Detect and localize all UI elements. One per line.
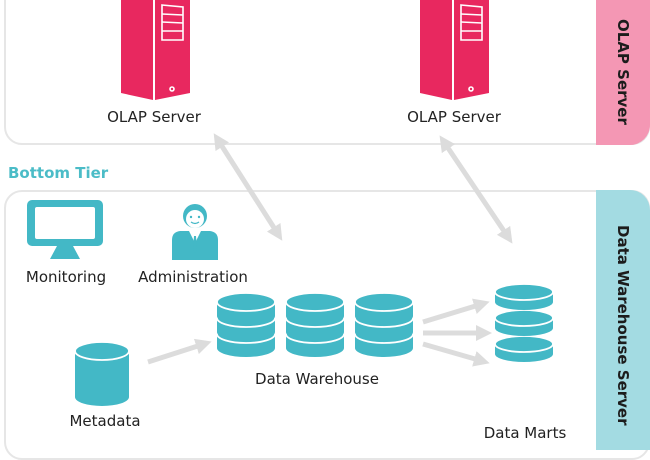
olap-server-label: OLAP Server: [407, 108, 501, 126]
database-icon: [74, 341, 130, 406]
metadata-label: Metadata: [69, 412, 141, 430]
olap-tier-panel: [4, 0, 650, 145]
database-cylinder: [216, 292, 276, 357]
server-tower-icon: [420, 0, 489, 100]
bottom-tier-label: Bottom Tier: [8, 164, 109, 182]
monitoring-label: Monitoring: [25, 268, 107, 286]
data-warehouse-server-tab: Data Warehouse Server: [596, 190, 650, 450]
database-cylinder: [285, 292, 345, 357]
data-marts-label: Data Marts: [483, 424, 567, 442]
database-stack-icon: [216, 292, 414, 357]
metadata-to-warehouse-arrow: [147, 338, 212, 365]
olap-server-label: OLAP Server: [107, 108, 201, 126]
database-cylinder: [494, 283, 554, 362]
olap-server-tab: OLAP Server: [596, 0, 650, 145]
olap-server-tab-label: OLAP Server: [614, 18, 632, 125]
monitor-icon: [27, 200, 103, 259]
administration-label: Administration: [138, 268, 248, 286]
data-warehouse-server-tab-label: Data Warehouse Server: [614, 224, 632, 426]
data-marts-icon: [494, 283, 554, 362]
data-warehouse-label: Data Warehouse: [255, 370, 379, 388]
warehouse-to-mart-arrow: [422, 341, 490, 367]
database-cylinder: [354, 292, 414, 357]
server-tower-icon: [121, 0, 190, 100]
administrator-icon: [172, 204, 218, 260]
diagram-graphics: [27, 0, 554, 406]
olap-to-warehouse-arrow: [213, 133, 283, 241]
warehouse-to-mart-arrow: [422, 298, 490, 325]
olap-to-datamarts-arrow: [439, 135, 513, 244]
